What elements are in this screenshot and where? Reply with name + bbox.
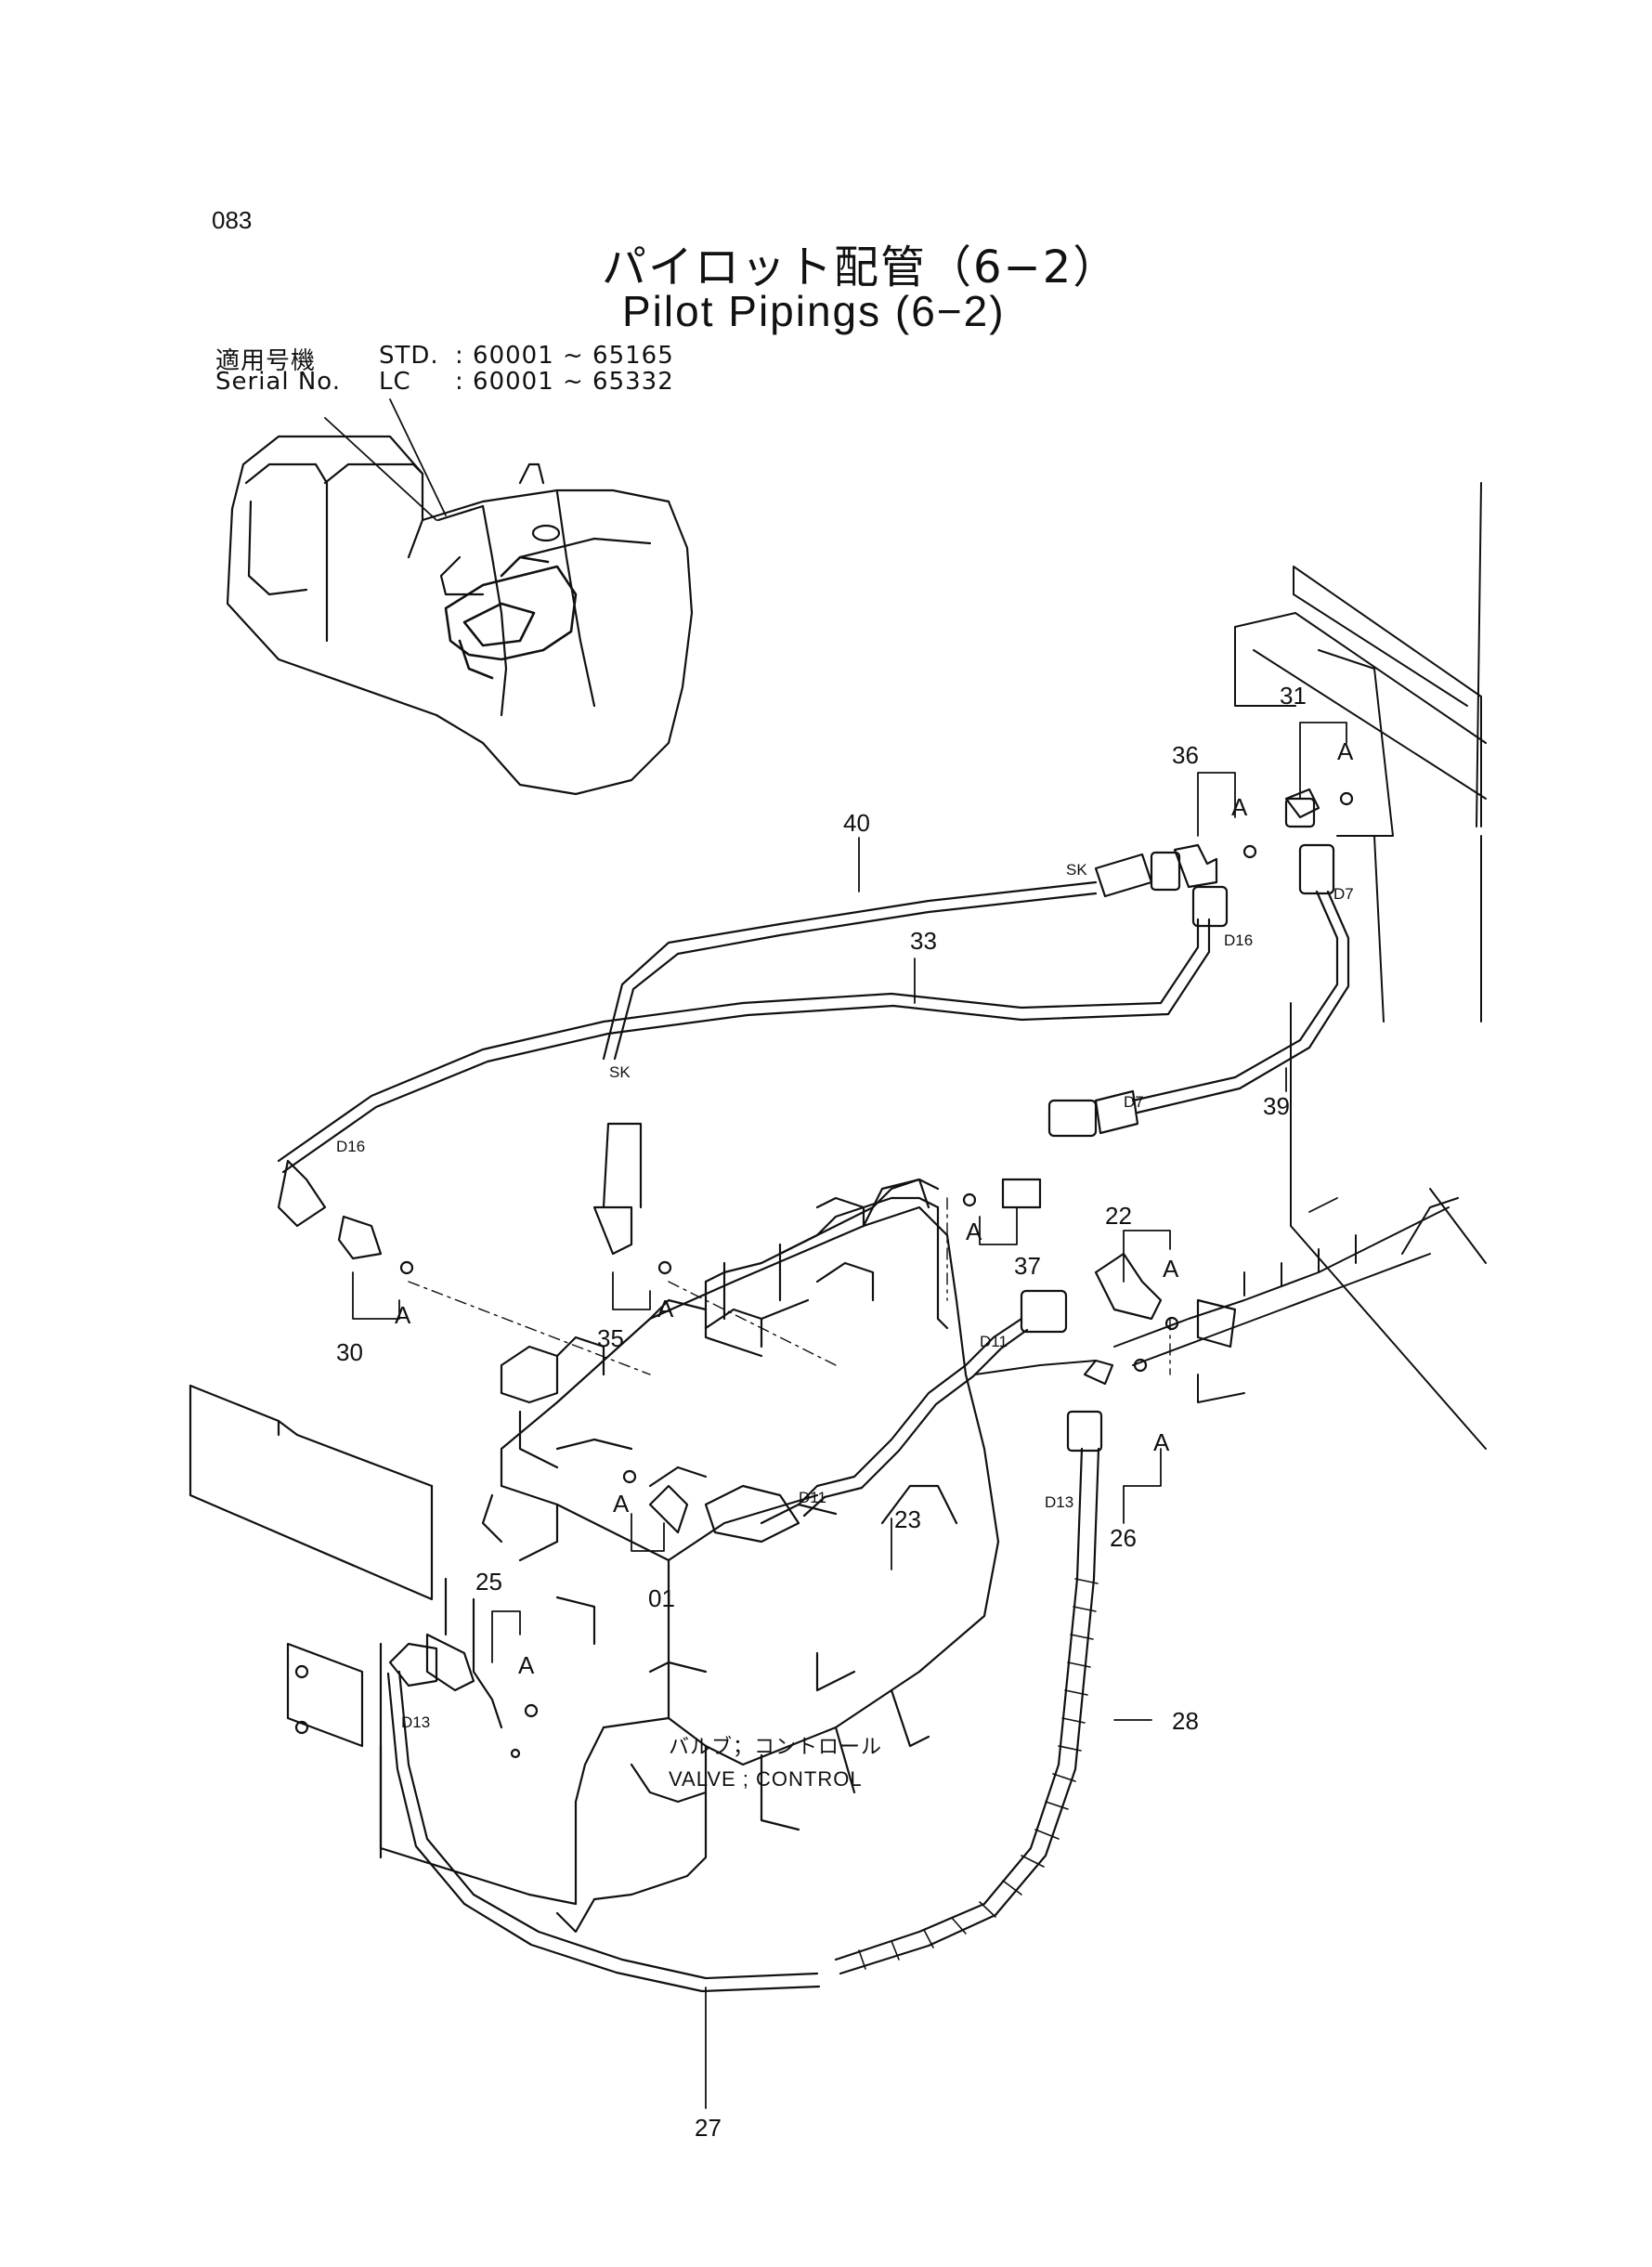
o-ring-marker: A xyxy=(395,1301,411,1329)
part-number-39: 39 xyxy=(1263,1092,1290,1120)
o-ring-marker: A xyxy=(1163,1255,1179,1283)
serial-std-label: STD. xyxy=(379,342,439,370)
part-number-36: 36 xyxy=(1172,741,1199,769)
part-number-33: 33 xyxy=(910,927,937,955)
part-number-31: 31 xyxy=(1280,682,1307,710)
hose-27 xyxy=(386,1642,821,1993)
code-d16-left: D16 xyxy=(336,1138,365,1155)
page-title-en: Pilot Pipings (6−2) xyxy=(622,287,1006,335)
o-ring-marker: A xyxy=(966,1218,982,1245)
o-ring-marker: A xyxy=(657,1295,674,1322)
hose-39 xyxy=(1047,843,1350,1138)
excavator-thumbnail xyxy=(226,398,694,796)
control-valve-body xyxy=(189,1178,1000,1934)
code-sk-top: SK xyxy=(1066,861,1087,879)
code-d7-mid: D7 xyxy=(1124,1093,1144,1111)
pipe-band-right xyxy=(974,1206,1450,1403)
code-d16-top: D16 xyxy=(1224,932,1253,949)
o-ring-markers: A A A A A A A A A xyxy=(395,737,1354,1679)
valve-label-jp: バルブ；コントロール xyxy=(669,1735,882,1758)
part-number-35: 35 xyxy=(597,1324,624,1352)
center-lines xyxy=(408,1197,1171,1375)
mounting-bracket xyxy=(286,1642,521,1859)
hose-23 xyxy=(704,1289,1068,1544)
o-ring-marker: A xyxy=(1153,1428,1170,1456)
o-ring-marker: A xyxy=(613,1490,630,1518)
serial-lc-label: LC xyxy=(379,368,411,396)
o-ring-marker: A xyxy=(518,1651,535,1679)
serial-label-jp: 適用号機 xyxy=(215,347,317,375)
part-number-25: 25 xyxy=(475,1568,502,1596)
hose-40 xyxy=(602,851,1181,1061)
serial-lc-range: : 60001 ~ 65332 xyxy=(455,368,674,396)
hose-33 xyxy=(277,885,1229,1174)
fittings xyxy=(277,788,1354,1718)
code-d13-left: D13 xyxy=(401,1713,430,1731)
manifold-block xyxy=(704,1178,949,1358)
o-ring-marker: A xyxy=(1231,793,1248,821)
leader-lines xyxy=(352,722,1347,2109)
connection-codes: SK SK D16 D16 D7 D7 D11 D11 D13 D13 xyxy=(336,861,1354,1731)
code-sk-mid: SK xyxy=(609,1063,631,1081)
part-number-22: 22 xyxy=(1105,1202,1132,1230)
valve-label-en: VALVE ; CONTROL xyxy=(669,1767,863,1791)
serial-std-range: : 60001 ~ 65165 xyxy=(455,342,674,370)
code-d11-low: D11 xyxy=(799,1489,826,1506)
part-number-26: 26 xyxy=(1110,1524,1137,1552)
page-title-jp: パイロット配管（6−2） xyxy=(602,241,1120,293)
serial-label-en: Serial No. xyxy=(215,368,341,396)
page-number: 083 xyxy=(212,206,253,234)
code-d13-right: D13 xyxy=(1045,1493,1073,1511)
code-d7-top: D7 xyxy=(1333,885,1354,903)
part-number-01: 01 xyxy=(648,1584,675,1612)
part-number-23: 23 xyxy=(894,1505,921,1533)
part-number-28: 28 xyxy=(1172,1707,1199,1735)
hose-28 xyxy=(834,1410,1103,1975)
o-ring-marker: A xyxy=(1337,737,1354,765)
part-number-37: 37 xyxy=(1014,1252,1041,1280)
machine-frame xyxy=(1234,482,1487,1450)
part-number-30: 30 xyxy=(336,1338,363,1366)
code-d11-top: D11 xyxy=(980,1333,1008,1350)
part-number-40: 40 xyxy=(843,809,870,837)
part-numbers: 40 36 31 33 39 22 37 35 30 23 01 25 26 2… xyxy=(336,682,1307,2142)
part-number-27: 27 xyxy=(695,2114,722,2142)
